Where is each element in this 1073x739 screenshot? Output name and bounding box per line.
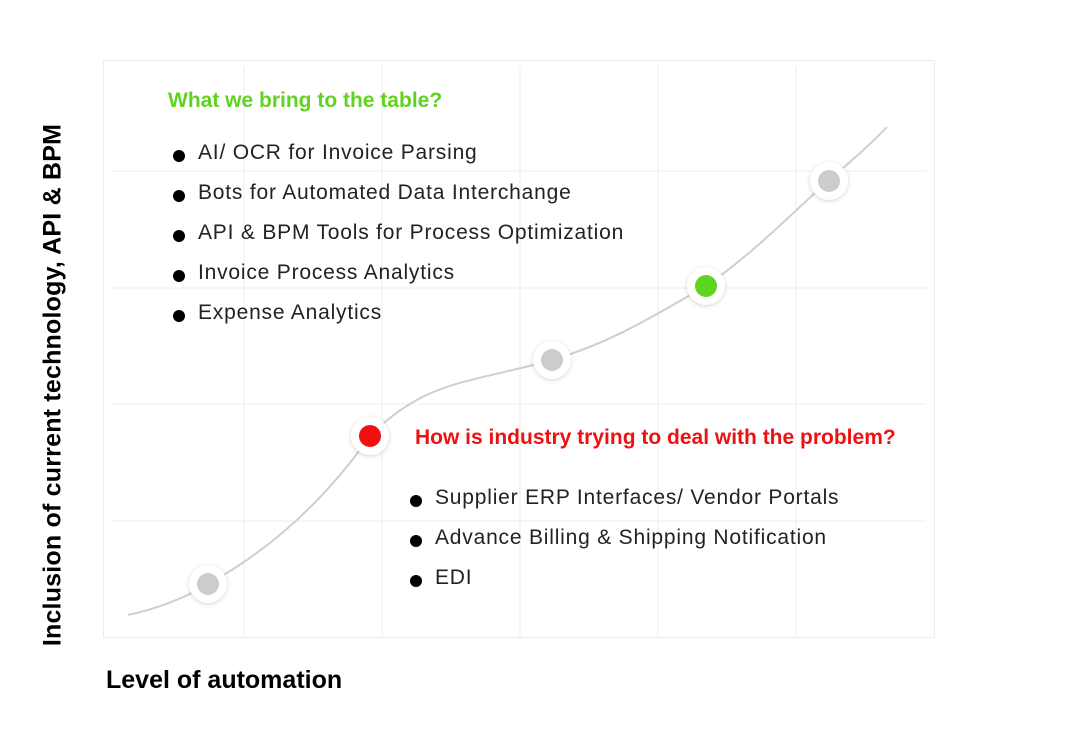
list-item: Supplier ERP Interfaces/ Vendor Portals: [409, 485, 839, 525]
grid-lines: [112, 66, 926, 636]
marker-dot: [818, 170, 840, 192]
marker-dot: [541, 349, 563, 371]
bullet-icon: [410, 535, 422, 547]
list-item: Advance Billing & Shipping Notification: [409, 525, 839, 565]
bullet-icon: [173, 270, 185, 282]
list-item-text: Advance Billing & Shipping Notification: [435, 526, 827, 549]
list-item-text: Bots for Automated Data Interchange: [198, 181, 572, 204]
list-item: Bots for Automated Data Interchange: [172, 180, 624, 220]
curve-markers: [189, 162, 848, 603]
marker-dot: [695, 275, 717, 297]
list-item-text: Supplier ERP Interfaces/ Vendor Portals: [435, 486, 840, 509]
marker-dot: [359, 425, 381, 447]
x-axis-label: Level of automation: [106, 666, 343, 694]
marker-1: [189, 565, 227, 603]
bullet-icon: [173, 150, 185, 162]
bullet-icon: [173, 230, 185, 242]
list-item-text: API & BPM Tools for Process Optimization: [198, 221, 625, 244]
list-item-text: AI/ OCR for Invoice Parsing: [198, 141, 478, 164]
plot-frame: [103, 60, 935, 638]
list-item: AI/ OCR for Invoice Parsing: [172, 140, 624, 180]
bullet-icon: [410, 575, 422, 587]
marker-2-industry: [351, 417, 389, 455]
list-item-text: Expense Analytics: [198, 301, 383, 324]
bullet-icon: [173, 190, 185, 202]
marker-4-we-bring: [687, 267, 725, 305]
marker-5: [810, 162, 848, 200]
mid-section-list: Supplier ERP Interfaces/ Vendor Portals …: [409, 485, 839, 605]
list-item-text: Invoice Process Analytics: [198, 261, 455, 284]
list-item: API & BPM Tools for Process Optimization: [172, 220, 624, 260]
list-item: Expense Analytics: [172, 300, 624, 340]
top-section-heading: What we bring to the table?: [168, 89, 443, 112]
list-item-text: EDI: [435, 566, 473, 589]
mid-section-heading: How is industry trying to deal with the …: [415, 426, 896, 449]
bullet-icon: [173, 310, 185, 322]
marker-dot: [197, 573, 219, 595]
list-item: Invoice Process Analytics: [172, 260, 624, 300]
y-axis-label: Inclusion of current technology, API & B…: [38, 123, 67, 647]
bullet-icon: [410, 495, 422, 507]
top-section-list: AI/ OCR for Invoice Parsing Bots for Aut…: [172, 140, 624, 340]
list-item: EDI: [409, 565, 839, 605]
marker-3: [533, 341, 571, 379]
